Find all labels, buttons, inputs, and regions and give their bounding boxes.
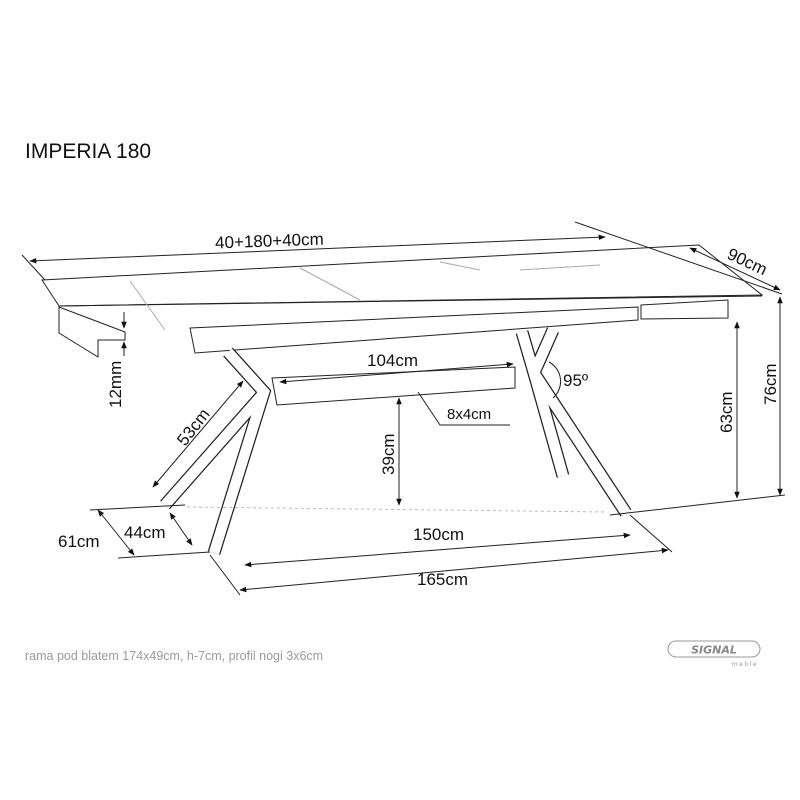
cross-rail	[271, 366, 516, 406]
floor-line	[186, 506, 608, 513]
base-length-inner-label: 150cm	[413, 525, 464, 544]
base-length-outer-label: 165cm	[417, 570, 468, 589]
dimension-lines	[21, 221, 786, 596]
height-total-label: 76cm	[761, 363, 780, 405]
base-depth-inner-label: 44cm	[124, 523, 166, 542]
product-title: IMPERIA 180	[25, 140, 152, 163]
frame-note: rama pod blatem 174x49cm, h-7cm, profil …	[25, 649, 324, 663]
rail-length-label: 104cm	[367, 351, 418, 370]
height-apron-label: 63cm	[717, 391, 736, 433]
signal-logo: SIGNAL meble	[667, 640, 761, 668]
leg-angle-label: 95º	[563, 371, 588, 390]
total-length-label: 40+180+40cm	[215, 230, 324, 253]
svg-text:SIGNAL: SIGNAL	[691, 644, 737, 657]
top-thickness-label: 12mm	[106, 361, 125, 408]
left-extension-panel	[58, 306, 126, 358]
right-extension-panel	[640, 299, 729, 320]
leg-length-label: 53cm	[173, 405, 214, 449]
apron	[189, 306, 639, 354]
rail-height-label: 39cm	[379, 433, 398, 475]
svg-text:meble: meble	[732, 661, 758, 668]
rail-profile-label: 8x4cm	[447, 406, 491, 423]
base-depth-outer-label: 61cm	[58, 532, 100, 551]
table-top	[41, 244, 764, 358]
